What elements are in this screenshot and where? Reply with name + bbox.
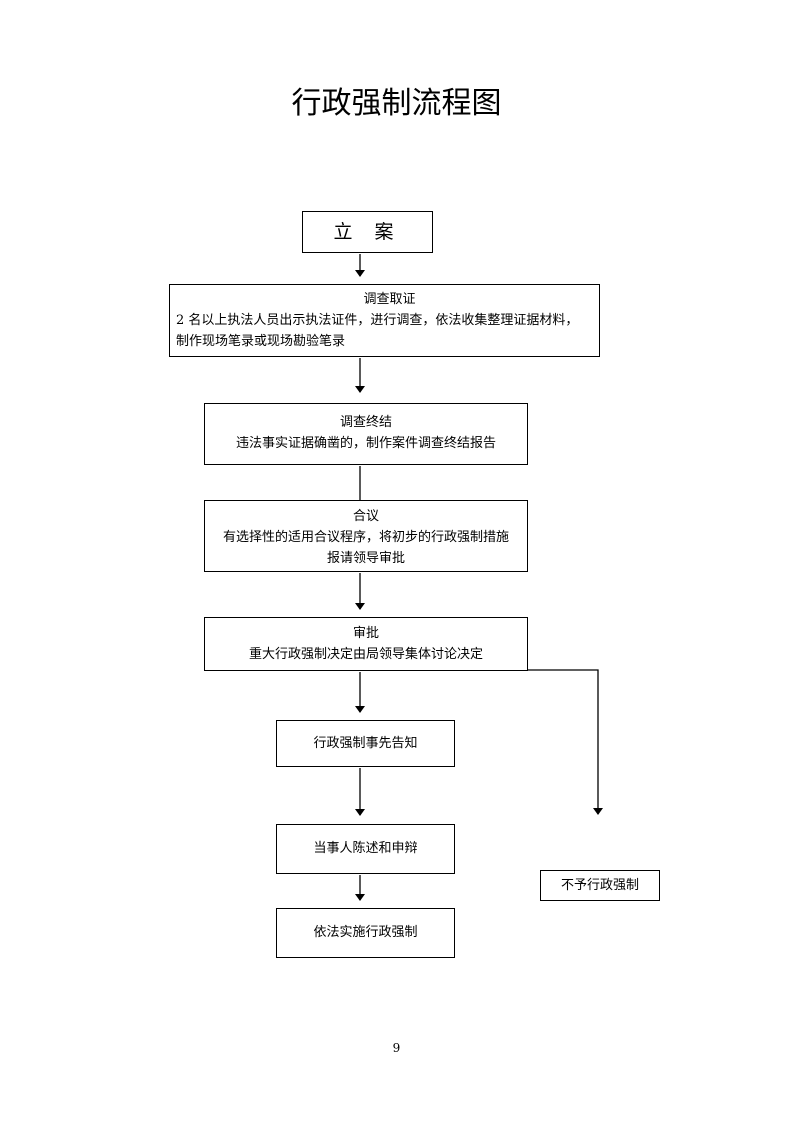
step-heyi: 合议 有选择性的适用合议程序，将初步的行政强制措施 报请领导审批: [204, 500, 528, 572]
step-heyi-line-1: 有选择性的适用合议程序，将初步的行政强制措施: [222, 530, 509, 545]
page-title: 行政强制流程图: [291, 86, 502, 121]
page-number: 9: [392, 1041, 401, 1055]
step-yifa-shishi: 依法实施行政强制: [276, 908, 455, 958]
step-zhongjie-heading: 调查终结: [339, 415, 392, 430]
step-gaozhi-label: 行政强制事先告知: [313, 736, 418, 751]
arrow-shenpi-to-buyu: [528, 669, 603, 815]
step-lian-an: 立 案: [302, 211, 433, 253]
step-shenpi-line-1: 重大行政强制决定由局领导集体讨论决定: [248, 647, 483, 662]
step-diaocha-line-2: 制作现场笔录或现场勘验笔录: [176, 334, 346, 349]
step-buyu-label: 不予行政强制: [560, 878, 639, 893]
step-diaocha-line-1: 2 名以上执法人员出示执法证件，进行调查，依法收集整理证据材料，: [176, 313, 579, 328]
step-chenshu-label: 当事人陈述和申辩: [313, 841, 418, 856]
step-shenpi-heading: 审批: [352, 626, 379, 641]
step-lian-an-label: 立 案: [333, 221, 402, 243]
step-buyu-qiangzhi: 不予行政强制: [540, 870, 660, 901]
step-heyi-line-2: 报请领导审批: [326, 551, 405, 566]
step-shishi-label: 依法实施行政强制: [313, 925, 418, 940]
step-diaocha-zhongjie: 调查终结 违法事实证据确凿的，制作案件调查终结报告: [204, 403, 528, 465]
step-shenpi: 审批 重大行政强制决定由局领导集体讨论决定: [204, 617, 528, 671]
step-zhongjie-line-1: 违法事实证据确凿的，制作案件调查终结报告: [235, 436, 496, 451]
step-diaocha-quzheng: 调查取证 2 名以上执法人员出示执法证件，进行调查，依法收集整理证据材料， 制作…: [169, 284, 600, 357]
step-shixian-gaozhi: 行政强制事先告知: [276, 720, 455, 767]
step-chenshu-shenbian: 当事人陈述和申辩: [276, 824, 455, 874]
step-heyi-heading: 合议: [352, 509, 379, 524]
step-diaocha-heading: 调查取证: [363, 292, 416, 307]
